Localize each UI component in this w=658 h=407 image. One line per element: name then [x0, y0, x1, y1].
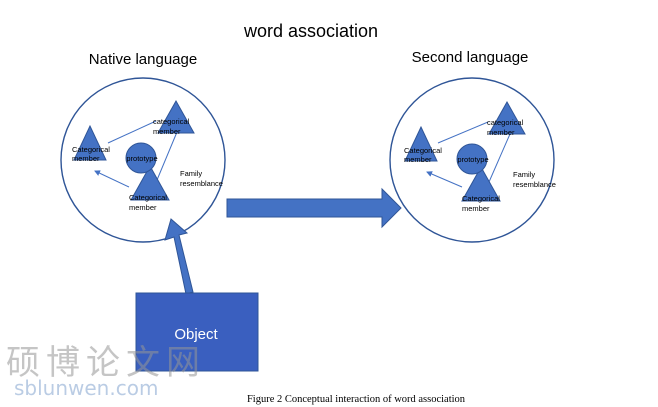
family-resemblance-line — [156, 131, 178, 181]
categorical-member-triangle-top — [488, 100, 526, 135]
native-language-heading: Native language — [89, 51, 197, 68]
categorical-member-label-left: Categorical member — [404, 146, 444, 164]
object-input-arrow — [164, 218, 194, 295]
categorical-member-label-top: categorical member — [153, 117, 191, 136]
prototype-label: prototype — [457, 155, 488, 164]
relation-line — [437, 121, 489, 144]
family-resemblance-label: Family resemblance — [180, 169, 223, 188]
native-language-network: prototype Categorical member categorical… — [60, 77, 226, 243]
categorical-member-triangle-bottom — [461, 165, 501, 202]
categorical-member-triangle-left — [404, 125, 438, 162]
transfer-arrow — [226, 187, 402, 229]
family-resemblance-line — [488, 133, 511, 183]
categorical-member-triangle-bottom — [130, 164, 170, 201]
watermark-chinese: 硕博论文网 — [6, 343, 206, 383]
watermark-url: sblunwen.com — [14, 376, 159, 400]
categorical-member-label-bottom: Categorical member — [129, 193, 169, 212]
second-language-circle — [389, 77, 555, 243]
categorical-member-label-bottom: Categorical member — [462, 194, 502, 213]
prototype-circle — [125, 142, 157, 174]
second-language-network: prototype Categorical member categorical… — [389, 77, 556, 243]
object-label: Object — [174, 326, 218, 343]
prototype-circle — [456, 143, 488, 175]
second-language-heading: Second language — [412, 49, 529, 66]
categorical-member-label-top: categorical member — [487, 118, 525, 137]
categorical-member-triangle-top — [157, 99, 195, 134]
family-resemblance-label: Family resemblance — [513, 170, 556, 189]
object-box — [135, 292, 259, 372]
relation-line — [107, 120, 157, 144]
categorical-member-triangle-left — [73, 124, 107, 161]
categorical-member-label-left: Categorical member — [72, 145, 112, 163]
relation-arrow — [94, 170, 130, 188]
figure-caption: Figure 2 Conceptual interaction of word … — [247, 394, 466, 405]
prototype-label: prototype — [126, 154, 157, 163]
relation-arrow — [426, 171, 463, 188]
diagram-title: word association — [243, 21, 378, 41]
native-language-circle — [60, 77, 226, 243]
